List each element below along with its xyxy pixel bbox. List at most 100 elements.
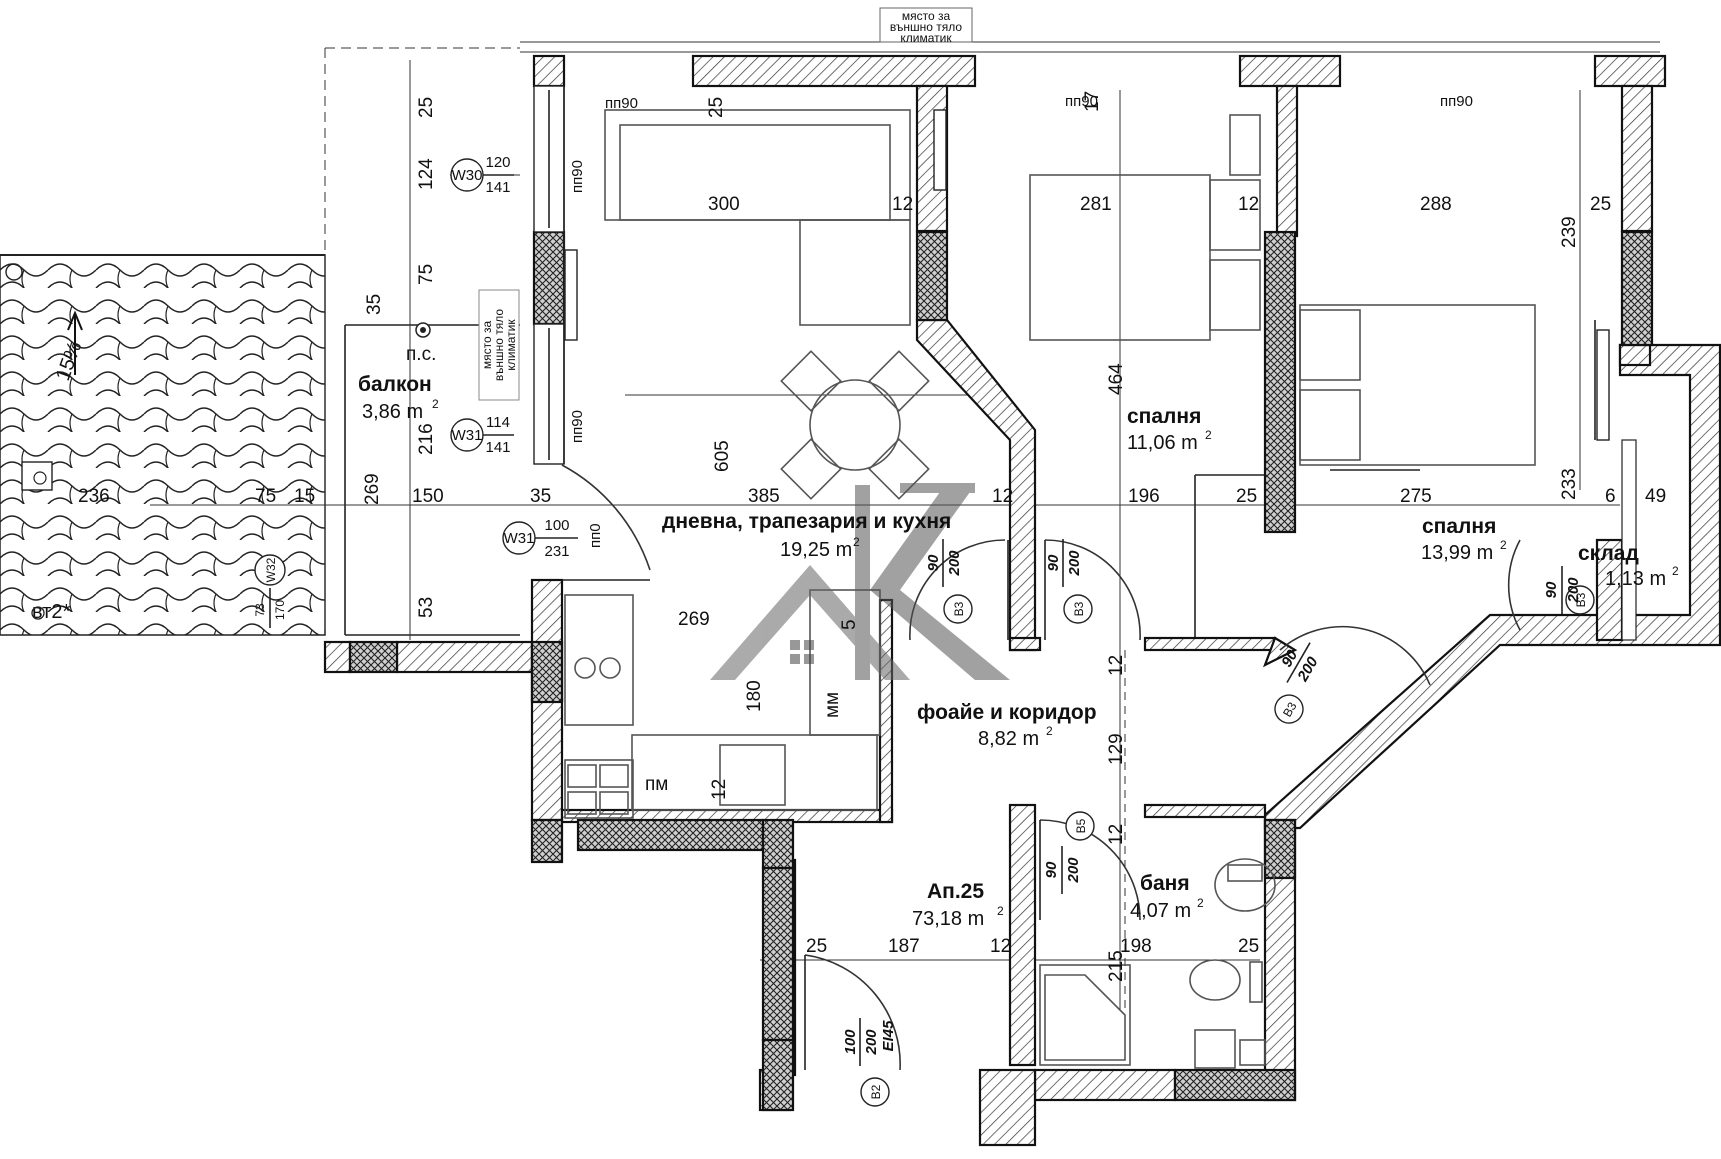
apartment-area-sup: 2 [997,904,1004,918]
mm-label: мм [822,692,843,718]
svg-text:B3: B3 [1072,601,1086,616]
svg-text:216: 216 [416,423,437,455]
svg-text:605: 605 [712,440,733,472]
storage-area: 1,13 m [1605,568,1666,590]
svg-text:200: 200 [1066,550,1083,577]
svg-text:90: 90 [925,554,942,571]
pc-label: п.с. [406,344,436,365]
svg-text:25: 25 [806,936,827,957]
balcony-name: балкон [358,373,432,396]
door-tag-1: B3 90 200 [925,539,973,624]
svg-text:17: 17 [1082,91,1103,112]
svg-text:464: 464 [1106,363,1127,395]
pp90-w31: пп90 [569,410,586,443]
svg-text:90: 90 [1543,581,1560,598]
apartment-name: Ап.25 [927,880,984,903]
svg-text:25: 25 [1590,194,1611,215]
window-tag-w31b: W31 100 231 [502,517,578,560]
svg-text:200: 200 [946,550,963,577]
svg-text:129: 129 [1106,733,1127,765]
svg-text:W30: W30 [452,167,483,184]
svg-text:90: 90 [1278,647,1301,671]
bedroom1-name: спалня [1127,405,1201,428]
bedroom1-area: 11,06 m [1127,432,1198,454]
door-tag-b2: B2 100 200 EI45 [842,1018,897,1107]
storage-name: склад [1578,542,1639,565]
svg-text:90: 90 [1045,554,1062,571]
pm-label: пм [645,774,668,795]
logo-watermark [710,483,1010,680]
foyer-name: фоайе и коридор [917,701,1097,724]
svg-text:12: 12 [992,486,1013,507]
svg-text:269: 269 [362,473,383,505]
svg-text:100: 100 [544,517,569,534]
svg-text:12: 12 [1106,824,1127,845]
svg-text:53: 53 [416,597,437,618]
living-name: дневна, трапезария и кухня [662,510,951,533]
svg-text:25: 25 [1236,486,1257,507]
svg-text:236: 236 [78,486,110,507]
bearing-walls [348,230,1654,1112]
storage-area-sup: 2 [1672,564,1679,578]
svg-text:187: 187 [888,936,920,957]
apartment-area: 73,18 m [912,908,984,930]
window-tag-w32: W32 73 170 [253,554,287,628]
ac-top-line3: климатик [900,31,952,45]
svg-text:300: 300 [708,194,740,215]
svg-text:W31: W31 [504,530,535,547]
svg-text:75: 75 [416,264,437,285]
bedroom1-area-sup: 2 [1205,428,1212,442]
svg-text:385: 385 [748,486,780,507]
ac-top-line2: външно тяло [890,20,962,34]
svg-text:B3: B3 [952,601,966,616]
bathroom-area-sup: 2 [1197,896,1204,910]
pp90-w30: пп90 [569,160,586,193]
svg-text:198: 198 [1120,936,1152,957]
svg-text:196: 196 [1128,486,1160,507]
svg-text:141: 141 [485,179,510,196]
svg-text:281: 281 [1080,194,1112,215]
ac-top-line1: място за [902,9,951,23]
ac-unit-place-balcony: място за външно тяло климатик [478,289,520,401]
svg-text:120: 120 [485,154,510,171]
svg-text:EI45: EI45 [880,1020,897,1052]
door-tag-4: B3 90 200 [1543,566,1595,615]
ac-unit-place-top: място за външно тяло климатик [879,7,973,45]
svg-text:269: 269 [678,609,710,630]
dimensions: 25 124 75 35 216 269 53 236 75 15 150 35… [78,91,1666,982]
pp90-living: пп90 [605,95,638,112]
svg-text:25: 25 [1238,936,1259,957]
bedroom2-name: спалня [1422,515,1496,538]
svg-text:200: 200 [1565,577,1582,604]
svg-text:200: 200 [863,1029,880,1056]
guide-lines [150,41,1660,1010]
svg-text:12: 12 [1106,655,1127,676]
living-area: 19,25 m [780,539,852,561]
svg-text:124: 124 [416,158,437,190]
balcony-area: 3,86 m [362,401,423,423]
svg-text:15: 15 [294,486,315,507]
svg-text:12: 12 [709,779,730,800]
ac-balcony-line3: климатик [504,319,518,371]
balcony-area-sup: 2 [432,397,439,411]
svg-text:73: 73 [253,603,267,617]
svg-text:170: 170 [273,600,287,620]
foyer-area: 8,82 m [978,728,1039,750]
svg-text:215: 215 [1106,950,1127,982]
svg-text:6: 6 [1605,486,1616,507]
svg-text:180: 180 [744,680,765,712]
svg-text:12: 12 [1238,194,1259,215]
window-tag-w31a: W31 114 141 [450,414,514,456]
pp0-w31b: пп0 [587,523,604,548]
svg-text:W31: W31 [452,427,483,444]
svg-text:B3: B3 [1574,592,1588,607]
svg-text:141: 141 [485,439,510,456]
svg-text:233: 233 [1559,468,1580,500]
svg-text:90: 90 [1043,861,1060,878]
svg-text:5: 5 [839,619,860,630]
pp90-bedroom1: пп90 [1065,93,1098,110]
svg-text:12: 12 [892,194,913,215]
svg-text:12: 12 [990,936,1011,957]
svg-text:W32: W32 [264,557,278,582]
